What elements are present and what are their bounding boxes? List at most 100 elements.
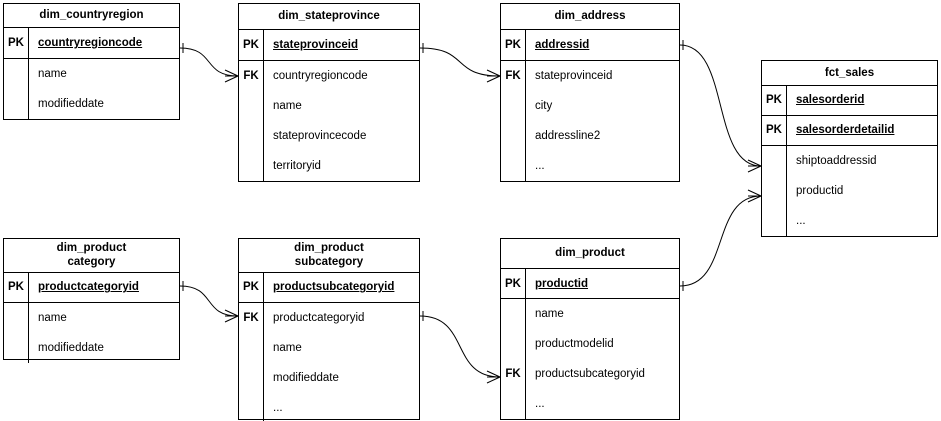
key-type-empty — [501, 389, 525, 419]
attribute-field[interactable]: city — [535, 100, 553, 112]
attributes-section-dim_product: FK name productmodelid productsubcategoryid… — [501, 299, 679, 419]
key-type-label: PK — [8, 37, 24, 49]
attributes-section-dim_productcategory: name modifieddate — [4, 302, 179, 363]
attribute-field[interactable]: addressline2 — [535, 130, 601, 142]
foreign-key-field[interactable]: productcategoryid — [273, 311, 365, 324]
pk-section-dim_stateprovince: PK stateprovinceid — [239, 30, 419, 61]
primary-key-field[interactable]: salesorderdetailid — [787, 116, 937, 145]
key-type-label: PK — [766, 124, 782, 137]
cardinality-many-marker — [486, 370, 501, 378]
pk-keytype-column-dim_countryregion: PK — [4, 28, 29, 58]
key-type-label: PK — [505, 277, 521, 290]
attributes-section-fct_sales: shiptoaddressid productid... — [762, 146, 937, 236]
connector-line — [179, 285, 239, 317]
key-type-label: PK — [243, 281, 259, 294]
attribute-field[interactable]: ... — [796, 215, 806, 227]
primary-key-field[interactable]: countryregioncode — [29, 28, 179, 58]
pk-section-dim_productcategory: PK productcategoryid — [4, 272, 179, 303]
pk-keytype-column-dim_productsubcategory: PK — [239, 272, 264, 302]
key-type-empty — [239, 393, 263, 421]
foreign-key-field[interactable]: stateprovinceid — [535, 70, 613, 82]
attribute-field[interactable]: shiptoaddressid — [796, 155, 877, 167]
key-type-label: PK — [505, 39, 521, 51]
primary-key-field[interactable]: salesorderid — [787, 86, 937, 116]
field-label: stateprovinceid — [273, 39, 358, 51]
key-type-empty — [501, 299, 525, 329]
key-type-label: PK — [762, 86, 786, 116]
primary-key-field[interactable]: addressid — [526, 30, 679, 60]
pk-field-column-dim_countryregion: countryregioncode — [29, 28, 179, 58]
attribute-field[interactable]: modifieddate — [38, 98, 104, 110]
connector-rel-productcategory-productsubcategory — [179, 281, 239, 323]
key-type-empty — [4, 333, 28, 363]
foreign-key-field[interactable]: countryregioncode — [273, 70, 368, 82]
entity-title-fct_sales: fct_sales — [762, 61, 937, 86]
attribute-field[interactable]: ... — [535, 398, 545, 410]
key-type-empty — [501, 121, 525, 151]
attributes-section-dim_countryregion: name modifieddate — [4, 59, 179, 119]
connector-line — [419, 315, 501, 378]
field-column-dim_productcategory: name modifieddate — [29, 303, 179, 363]
cardinality-many-marker — [224, 69, 239, 77]
cardinality-many-marker — [747, 195, 762, 203]
key-type-label: FK — [243, 70, 259, 82]
primary-key-field[interactable]: productid — [526, 269, 679, 298]
key-type-empty — [4, 59, 28, 89]
attribute-field[interactable]: name — [535, 308, 564, 320]
key-type-empty — [239, 333, 263, 363]
primary-key-field[interactable]: stateprovinceid — [264, 30, 419, 60]
key-type-label: FK — [505, 368, 521, 380]
field-column-dim_productsubcategory: productcategoryid name modifieddate... — [264, 303, 419, 421]
keytype-column-dim_productcategory — [4, 302, 29, 363]
cardinality-many-marker — [486, 376, 501, 384]
key-type-empty — [762, 176, 786, 206]
attribute-field[interactable]: name — [38, 311, 67, 324]
key-type-empty — [762, 146, 786, 176]
attribute-field[interactable]: modifieddate — [38, 341, 104, 354]
attribute-field[interactable]: name — [273, 100, 302, 112]
attribute-field[interactable]: ... — [535, 160, 545, 172]
attribute-field[interactable]: stateprovincecode — [273, 130, 367, 142]
attribute-field[interactable]: territoryid — [273, 160, 321, 172]
field-label: productid — [535, 277, 589, 290]
pk-field-column-dim_product: productid — [526, 269, 679, 298]
field-column-dim_address: stateprovinceid city addressline2... — [526, 61, 679, 181]
entity-title-dim_productsubcategory: dim_product subcategory — [239, 239, 419, 273]
attribute-field[interactable]: name — [273, 341, 302, 354]
key-type-label: PK — [8, 281, 24, 294]
cardinality-many-marker — [224, 75, 239, 83]
cardinality-many-marker — [747, 159, 762, 167]
attribute-field[interactable]: ... — [273, 401, 283, 414]
primary-key-field[interactable]: productcategoryid — [29, 273, 179, 302]
attribute-field[interactable]: name — [38, 68, 67, 80]
pk-keytype-column-fct_sales: PK PK — [762, 86, 787, 145]
entity-title-dim_countryregion: dim_countryregion — [4, 4, 179, 28]
key-type-empty — [4, 89, 28, 119]
attribute-field[interactable]: productid — [796, 185, 844, 197]
key-type-empty — [239, 151, 263, 181]
pk-section-dim_productsubcategory: PK productsubcategoryid — [239, 272, 419, 303]
entity-title-dim_productcategory: dim_product category — [4, 239, 179, 273]
key-type-label: PK — [243, 39, 259, 51]
keytype-column-dim_product: FK — [501, 299, 526, 419]
keytype-column-dim_stateprovince: FK — [239, 61, 264, 181]
key-type-label: FK — [505, 70, 521, 82]
cardinality-many-marker — [747, 189, 762, 197]
attribute-field[interactable]: productmodelid — [535, 338, 614, 350]
primary-key-field[interactable]: productsubcategoryid — [264, 273, 419, 302]
connector-rel-countryregion-stateprovince — [179, 43, 239, 83]
connector-line — [419, 47, 501, 77]
keytype-column-dim_address: FK — [501, 61, 526, 181]
entity-title-dim_product: dim_product — [501, 239, 679, 269]
pk-section-dim_product: PK productid — [501, 269, 679, 299]
foreign-key-field[interactable]: productsubcategoryid — [535, 368, 645, 380]
keytype-column-fct_sales — [762, 146, 787, 236]
attribute-field[interactable]: modifieddate — [273, 371, 339, 384]
